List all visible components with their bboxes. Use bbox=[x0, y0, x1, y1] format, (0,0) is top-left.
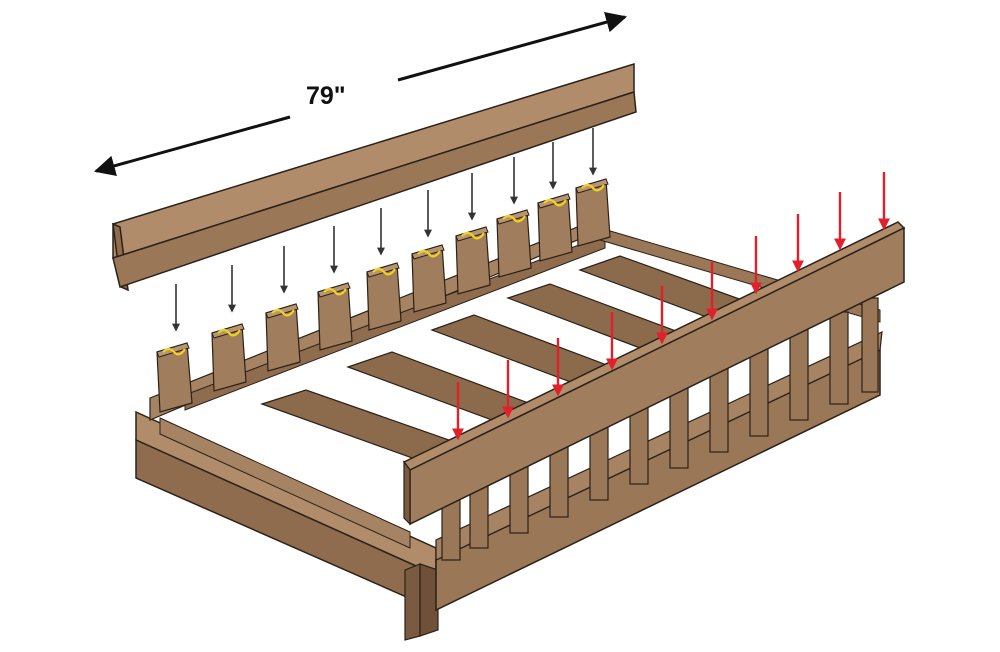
picket bbox=[789, 329, 809, 421]
red-arrows bbox=[452, 172, 890, 441]
glue-squiggle-icon bbox=[417, 249, 441, 258]
glue-squiggle-icon bbox=[502, 214, 526, 223]
top-rail-board bbox=[112, 62, 637, 292]
glue-squiggle-icon bbox=[461, 231, 485, 240]
glue-squiggle-icon bbox=[372, 267, 396, 276]
glue-squiggle-icon bbox=[543, 198, 567, 207]
glue-squiggle-icon bbox=[323, 287, 347, 296]
picket bbox=[317, 282, 353, 351]
dimension-arrow-left bbox=[93, 115, 291, 177]
picket bbox=[861, 297, 879, 393]
picket bbox=[829, 311, 849, 405]
glue-squiggle-icon bbox=[217, 328, 241, 337]
picket bbox=[709, 365, 729, 453]
glue-marks bbox=[162, 183, 605, 356]
dimension-label: 79" bbox=[306, 82, 346, 110]
picket bbox=[669, 383, 689, 469]
black-arrows bbox=[172, 128, 597, 332]
front-pickets bbox=[441, 297, 879, 561]
glue-squiggle-icon bbox=[162, 347, 186, 356]
dimension-arrow-right bbox=[397, 11, 628, 82]
front-backrest bbox=[402, 221, 906, 612]
picket bbox=[749, 347, 769, 437]
dimension-indicator: 79" bbox=[93, 11, 628, 177]
glue-squiggle-icon bbox=[581, 183, 605, 192]
glue-squiggle-icon bbox=[271, 308, 295, 317]
